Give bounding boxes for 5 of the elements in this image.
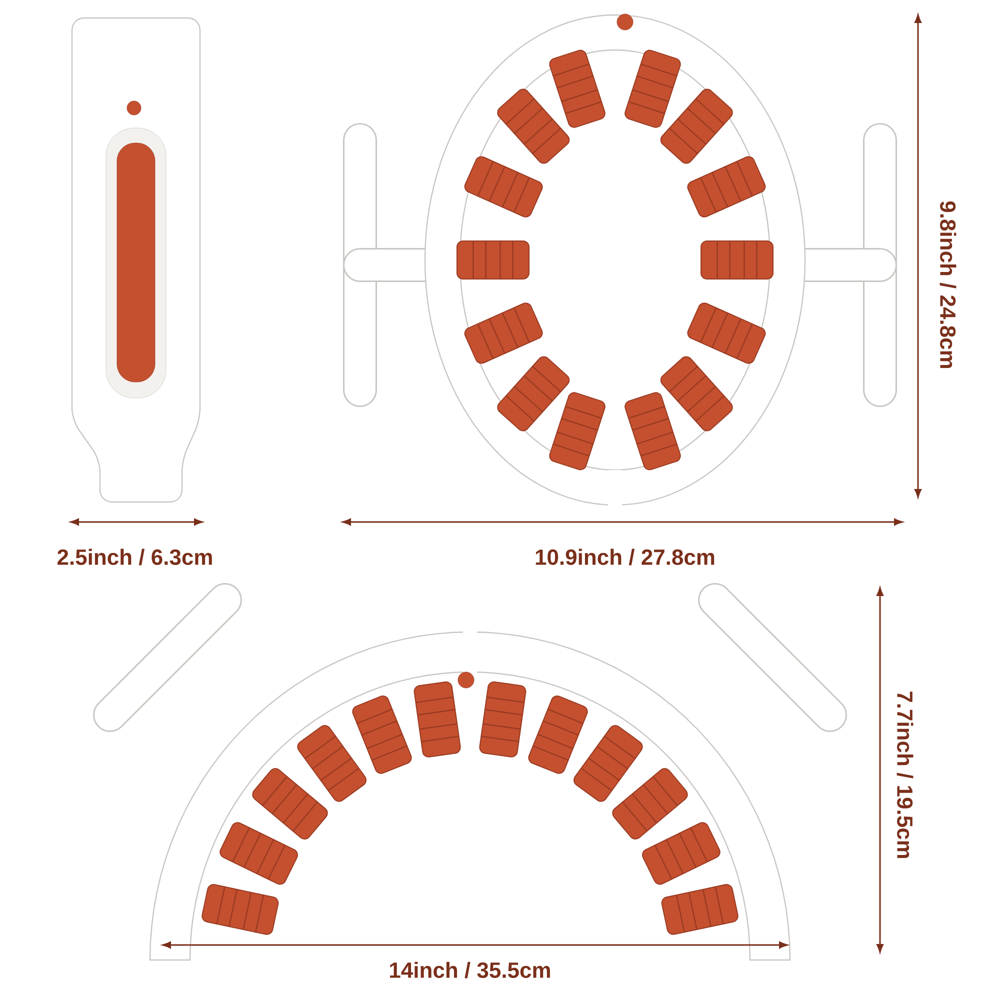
dimension-label: 2.5inch / 6.3cm — [54, 546, 216, 568]
dimension-label: 14inch / 35.5cm — [386, 960, 554, 980]
dimension-label: 10.9inch / 27.8cm — [532, 546, 718, 568]
dimension-label: 9.8inch / 24.8cm — [938, 198, 958, 372]
dimension-label: 7.7inch / 19.5cm — [894, 688, 916, 862]
